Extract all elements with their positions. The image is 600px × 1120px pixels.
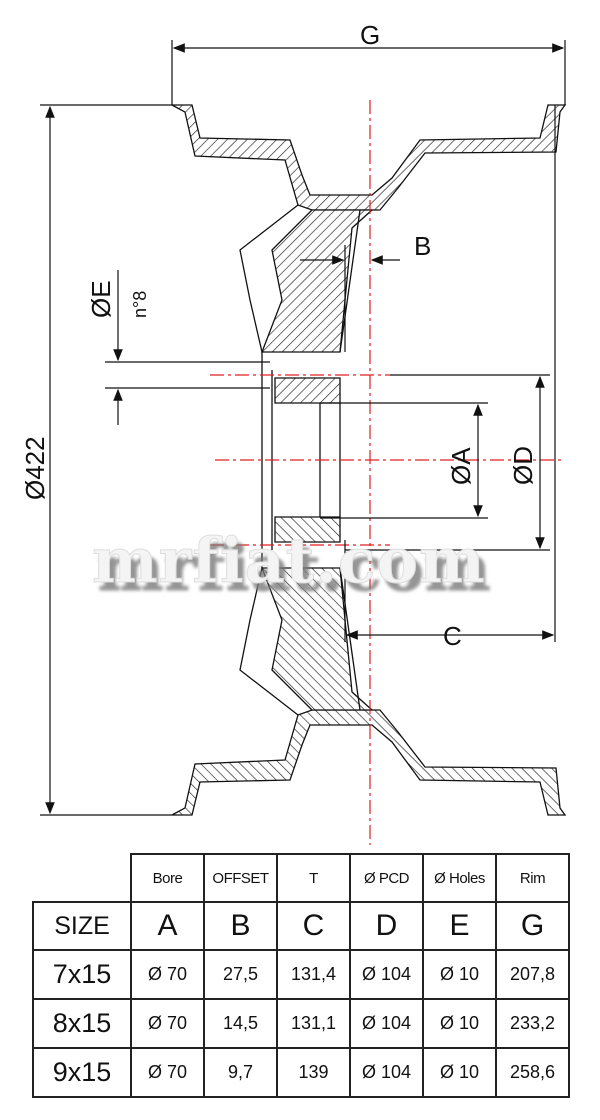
cell: Ø 10 xyxy=(422,949,497,1000)
cell: Ø 10 xyxy=(422,1047,497,1098)
label-outer-diameter: Ø422 xyxy=(20,436,50,500)
spoke-inner-line xyxy=(339,209,361,353)
header-g: G xyxy=(495,901,570,951)
header-offset: OFFSET xyxy=(203,853,278,903)
spoke-section xyxy=(261,209,374,353)
cell: 139 xyxy=(276,1047,351,1098)
label-b: B xyxy=(414,231,431,261)
cell: 233,2 xyxy=(495,998,570,1049)
rim-section xyxy=(171,104,567,211)
label-g: G xyxy=(360,20,380,50)
cell: Ø 104 xyxy=(349,1047,424,1098)
table-header-descriptions: Bore OFFSET T Ø PCD Ø Holes Rim xyxy=(33,853,570,903)
cell: Ø 70 xyxy=(130,949,205,1000)
spoke-outline xyxy=(239,204,299,353)
table-row: 7x15 Ø 70 27,5 131,4 Ø 104 Ø 10 207,8 xyxy=(32,949,570,1000)
table-row: 8x15 Ø 70 14,5 131,1 Ø 104 Ø 10 233,2 xyxy=(32,998,570,1049)
header-t: T xyxy=(276,853,351,903)
dimension-lines xyxy=(40,40,566,816)
cell: Ø 70 xyxy=(130,998,205,1049)
hub-section xyxy=(274,377,341,404)
cell: 131,1 xyxy=(276,998,351,1049)
wheel-cross-section-drawing: G B C Ø422 ØE n°8 ØA ØD mrfiat.com xyxy=(20,20,567,845)
cell: 9,7 xyxy=(203,1047,278,1098)
cell-size: 8x15 xyxy=(32,998,132,1049)
cell: 14,5 xyxy=(203,998,278,1049)
cell: 27,5 xyxy=(203,949,278,1000)
watermark: mrfiat.com xyxy=(92,524,486,597)
label-hole-count: n°8 xyxy=(130,291,150,318)
label-c: C xyxy=(443,621,462,651)
header-pcd: Ø PCD xyxy=(349,853,424,903)
label-hole-diameter: ØE xyxy=(86,280,116,318)
header-size: SIZE xyxy=(32,901,132,951)
header-e: E xyxy=(422,901,497,951)
table-header-letters: SIZE A B C D E G xyxy=(32,901,570,951)
header-b: B xyxy=(203,901,278,951)
header-a: A xyxy=(130,901,205,951)
label-pcd: ØD xyxy=(508,446,538,485)
cell-size: 9x15 xyxy=(32,1047,132,1098)
header-d: D xyxy=(349,901,424,951)
header-holes: Ø Holes xyxy=(422,853,497,903)
cell: Ø 10 xyxy=(422,998,497,1049)
header-c: C xyxy=(276,901,351,951)
header-rim: Rim xyxy=(495,853,570,903)
cell: 258,6 xyxy=(495,1047,570,1098)
cell: 207,8 xyxy=(495,949,570,1000)
cell: Ø 70 xyxy=(130,1047,205,1098)
label-bore: ØA xyxy=(446,447,476,485)
cell: Ø 104 xyxy=(349,949,424,1000)
cell: 131,4 xyxy=(276,949,351,1000)
centerlines xyxy=(210,100,562,845)
header-bore: Bore xyxy=(130,853,205,903)
cell: Ø 104 xyxy=(349,998,424,1049)
cell-size: 7x15 xyxy=(32,949,132,1000)
table-row: 9x15 Ø 70 9,7 139 Ø 104 Ø 10 258,6 xyxy=(32,1047,570,1098)
wheel-spec-table: Bore OFFSET T Ø PCD Ø Holes Rim SIZE A B… xyxy=(32,853,570,1098)
